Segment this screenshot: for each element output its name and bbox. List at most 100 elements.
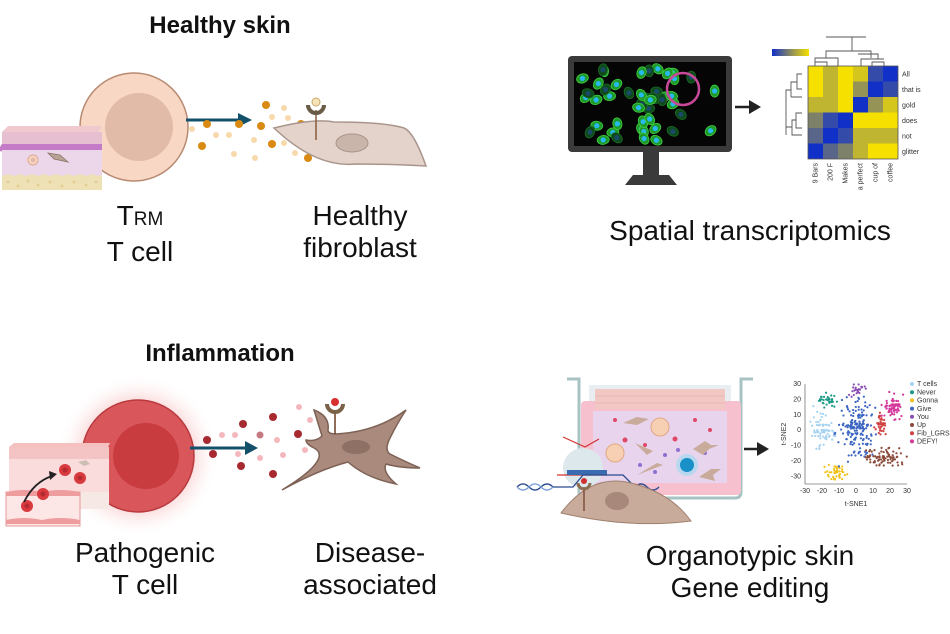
heatmap-cell [838, 81, 853, 97]
tsne-point [866, 423, 869, 427]
tsne-point [838, 473, 842, 476]
tsne-point [883, 414, 886, 417]
tsne-point [862, 409, 865, 412]
tsne-point [893, 413, 896, 416]
tsne-point [840, 468, 844, 471]
inflamed-skin-block-icon [5, 443, 110, 527]
tsne-point [882, 430, 885, 433]
tsne-point [895, 399, 898, 402]
tsne-point [869, 439, 872, 442]
legend-label: Up [917, 422, 926, 429]
tsne-point [880, 403, 883, 407]
tsne-point [869, 461, 872, 464]
tsne-point [815, 420, 818, 424]
tsne-point [834, 471, 837, 475]
tsne-point [896, 464, 900, 467]
tsne-point [876, 422, 879, 425]
tsne-point [893, 409, 896, 412]
tsne-point [873, 460, 876, 463]
tsne-point [838, 476, 841, 479]
tsne-point [859, 437, 862, 440]
tsne-point [822, 395, 826, 398]
tsne-point [869, 443, 872, 446]
tsne-point [834, 470, 837, 473]
tsne-point [895, 403, 899, 406]
tsne-point [864, 387, 867, 390]
tsne-point [898, 447, 901, 450]
tsne-point [819, 434, 822, 437]
tsne-xtick: 30 [903, 488, 911, 495]
tsne-point [900, 414, 903, 418]
tsne-point [879, 420, 882, 423]
tsne-point [852, 383, 855, 386]
tsne-point [888, 453, 891, 457]
tsne-point [889, 404, 892, 407]
tsne-point [854, 422, 857, 425]
heatmap-cell [823, 66, 838, 82]
tsne-point [820, 415, 823, 419]
tsne-point [822, 428, 825, 432]
tsne-point [882, 427, 886, 430]
tsne-point [819, 412, 822, 415]
tsne-point [856, 399, 859, 403]
tsne-point [814, 434, 817, 438]
tsne-point [849, 426, 852, 429]
heatmap-cell [883, 128, 898, 144]
tsne-point [854, 432, 857, 435]
tsne-point [891, 460, 894, 463]
tsne-point [859, 416, 862, 419]
inflammation-heading: Inflammation [145, 340, 295, 367]
healthy-fibroblast-icon [272, 97, 428, 167]
tsne-point [848, 431, 851, 434]
tsne-point [860, 385, 863, 388]
tsne-point [878, 411, 882, 414]
tsne-point [861, 433, 864, 436]
tsne-point [837, 465, 841, 468]
heatmap-cell [808, 128, 823, 144]
tsne-point [864, 404, 867, 408]
tsne-point [811, 434, 814, 437]
tsne-point [878, 464, 881, 467]
organotypic-label: Organotypic skin Gene editing [600, 540, 900, 604]
tsne-point [826, 396, 829, 399]
tsne-point [878, 452, 881, 455]
tsne-point [830, 398, 834, 401]
tsne-ytick: -10 [791, 443, 801, 450]
tsne-point [852, 411, 855, 415]
heatmap-cell [883, 81, 898, 97]
tsne-point [856, 432, 859, 435]
tsne-point [888, 446, 891, 449]
healthy-skin-heading: Healthy skin [149, 12, 291, 39]
heatmap-cell [808, 112, 823, 128]
tsne-point [860, 414, 863, 417]
tsne-point [813, 429, 816, 432]
tsne-point [819, 437, 822, 440]
tsne-point [850, 414, 853, 417]
tsne-point [878, 429, 882, 432]
healthy-tcell-icon [79, 72, 189, 182]
tsne-point [864, 401, 867, 404]
tsne-point [880, 450, 883, 453]
tsne-point [826, 470, 829, 473]
heatmap-cell [853, 112, 868, 128]
tsne-point [817, 430, 820, 434]
pathogenic-line2: T cell [111, 569, 179, 600]
tsne-point [863, 385, 866, 388]
tsne-point [824, 435, 828, 438]
heatmap-row-label: does [902, 118, 918, 125]
tsne-point [858, 413, 861, 416]
heatmap-cell [868, 128, 883, 144]
tsne-point [889, 458, 892, 461]
tsne-ytick: 10 [793, 412, 801, 419]
tsne-point [892, 399, 895, 402]
tsne-point [874, 455, 877, 458]
heatmap-cell [883, 66, 898, 82]
tsne-point [837, 423, 841, 427]
tsne-point [846, 426, 849, 429]
tsne-point [870, 450, 873, 453]
tsne-point [864, 449, 868, 452]
tsne-point [845, 438, 848, 441]
tsne-point [840, 398, 844, 402]
tsne-ytick: 30 [793, 381, 801, 388]
legend-label: You [917, 414, 929, 421]
